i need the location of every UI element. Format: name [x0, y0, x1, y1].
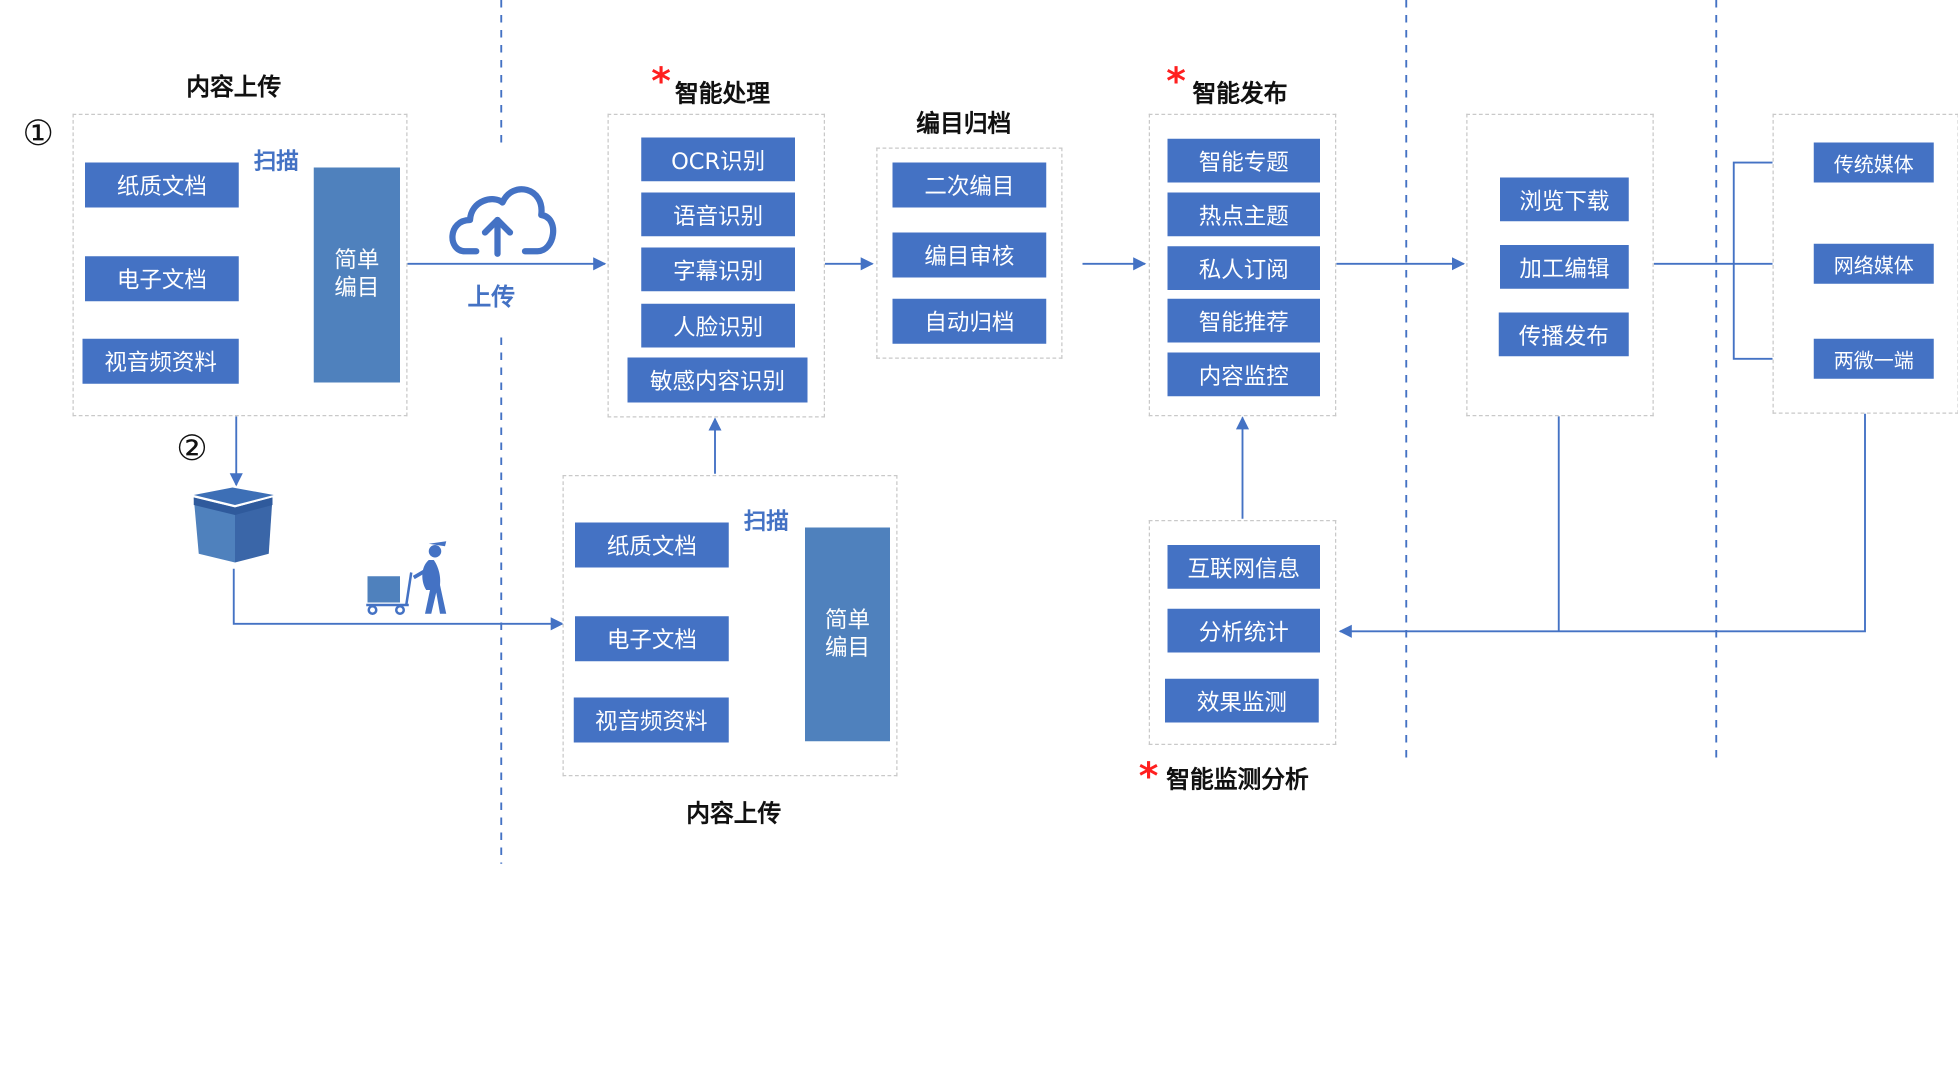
monitor-internet-info: 互联网信息	[1168, 545, 1321, 589]
monitor-analysis-stats: 分析统计	[1168, 609, 1321, 653]
monitor-effect-monitoring: 效果监测	[1165, 679, 1319, 723]
delivery-worker-icon	[366, 541, 446, 614]
usage-distribute: 传播发布	[1499, 313, 1629, 357]
upload-left-av-material: 视音频资料	[83, 339, 239, 384]
publish-smart-recommend: 智能推荐	[1168, 299, 1321, 343]
publish-hot-topic: 热点主题	[1168, 193, 1321, 237]
processing-sensitive: 敏感内容识别	[628, 358, 808, 403]
processing-subtitle: 字幕识别	[641, 248, 795, 292]
usage-edit: 加工编辑	[1500, 245, 1629, 289]
publish-content-monitor: 内容监控	[1168, 353, 1321, 397]
processing-star: *	[651, 64, 671, 102]
archive-title: 编目归档	[916, 105, 1011, 139]
monitor-title: 智能监测分析	[1166, 761, 1309, 795]
publish-smart-topic: 智能专题	[1168, 139, 1321, 183]
media-network: 网络媒体	[1814, 244, 1934, 284]
publish-star: *	[1166, 64, 1186, 102]
archive-catalog-review: 编目审核	[893, 233, 1047, 278]
usage-browse-download: 浏览下载	[1500, 178, 1629, 222]
processing-ocr: OCR识别	[641, 138, 795, 182]
upload-left-electronic-doc: 电子文档	[85, 256, 239, 301]
step-two-marker: ②	[176, 431, 207, 466]
upload-bottom-title: 内容上传	[686, 795, 781, 829]
archive-box-icon	[194, 488, 274, 563]
upload-bottom-av-material: 视音频资料	[574, 698, 729, 743]
processing-title: 智能处理	[675, 75, 770, 109]
processing-face: 人脸识别	[641, 304, 795, 348]
upload-bottom-simple-catalog: 简单编目	[805, 528, 890, 742]
cloud-upload-icon	[452, 189, 553, 253]
media-two-micro-one-end: 两微一端	[1814, 339, 1934, 379]
upload-left-scan-label: 扫描	[254, 144, 299, 177]
upload-left-paper-doc: 纸质文档	[85, 163, 239, 208]
media-traditional: 传统媒体	[1814, 143, 1934, 183]
monitor-star: *	[1139, 759, 1159, 797]
upload-bottom-electronic-doc: 电子文档	[575, 616, 729, 661]
archive-secondary-catalog: 二次编目	[893, 163, 1047, 208]
upload-left-simple-catalog: 简单编目	[314, 168, 400, 383]
upload-bottom-paper-doc: 纸质文档	[575, 523, 729, 568]
step-one-marker: ①	[23, 116, 54, 151]
publish-private-subscription: 私人订阅	[1168, 246, 1321, 290]
processing-speech: 语音识别	[641, 193, 795, 237]
publish-title: 智能发布	[1193, 75, 1288, 109]
upload-arrow-label: 上传	[468, 279, 516, 313]
archive-auto-archive: 自动归档	[893, 299, 1047, 344]
upload-left-title: 内容上传	[186, 69, 281, 103]
upload-bottom-scan-label: 扫描	[744, 504, 789, 537]
